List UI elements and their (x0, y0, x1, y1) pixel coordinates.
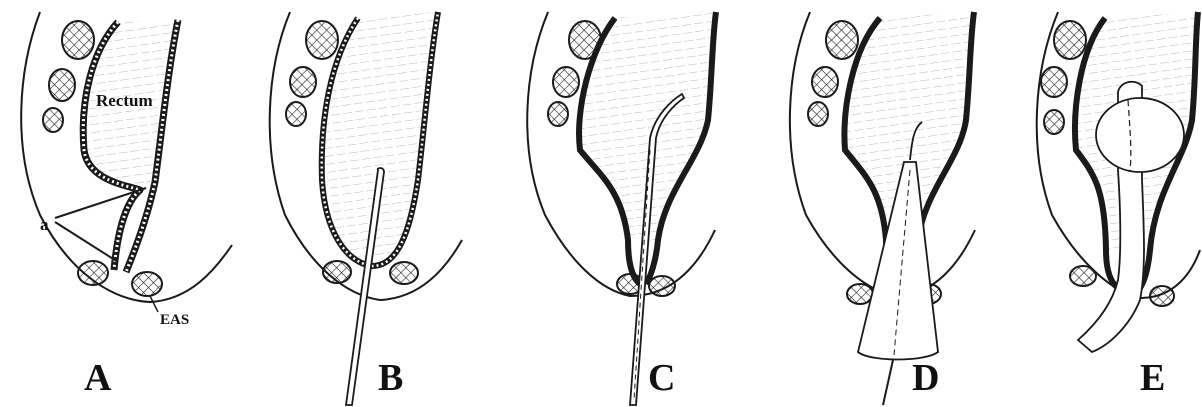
sacrum-vertebra-icon (290, 67, 316, 97)
panel-a: Rectum a EAS A (21, 12, 232, 399)
label-rectum: Rectum (96, 91, 153, 110)
panel-d: D (790, 12, 975, 405)
sacrum-vertebra-icon (808, 102, 828, 126)
label-a: a (40, 215, 49, 234)
sacrum-vertebra-icon (569, 21, 601, 59)
external-anal-sphincter-icon (1070, 266, 1096, 286)
panel-e: E (1037, 12, 1200, 399)
sacrum-vertebra-icon (812, 67, 838, 97)
external-anal-sphincter-icon (649, 276, 675, 296)
sacrum-vertebra-icon (1054, 21, 1086, 59)
pointer-a-lower (55, 222, 118, 262)
sacrum-vertebra-icon (306, 21, 338, 59)
panel-letter-c: C (648, 357, 675, 399)
panel-letter-a: A (84, 357, 112, 399)
external-anal-sphincter-icon (132, 272, 162, 296)
sacrum-vertebra-icon (548, 102, 568, 126)
sacrum-vertebra-icon (43, 108, 63, 132)
sacrum-vertebra-icon (553, 67, 579, 97)
sacrum-vertebra-icon (826, 21, 858, 59)
external-anal-sphincter-icon (78, 261, 108, 285)
sacrum-vertebra-icon (62, 21, 94, 59)
panel-letter-b: B (378, 357, 403, 399)
sacrum-vertebra-icon (286, 102, 306, 126)
sacrum-vertebra-icon (1041, 67, 1067, 97)
panel-b: B (270, 12, 462, 405)
external-anal-sphincter-icon (390, 262, 418, 284)
sacrum-vertebra-icon (49, 69, 75, 101)
dilator-handle (883, 360, 893, 405)
sacrum-vertebra-icon (1044, 110, 1064, 134)
external-anal-sphincter-icon (323, 261, 351, 283)
balloon-icon (1096, 98, 1184, 172)
label-eas: EAS (160, 312, 189, 328)
pointer-eas (150, 296, 158, 312)
panel-letter-e: E (1140, 357, 1165, 399)
external-anal-sphincter-icon (847, 284, 873, 304)
panel-c: C (527, 12, 716, 405)
panel-letter-d: D (912, 357, 939, 399)
external-anal-sphincter-icon (1150, 286, 1174, 306)
